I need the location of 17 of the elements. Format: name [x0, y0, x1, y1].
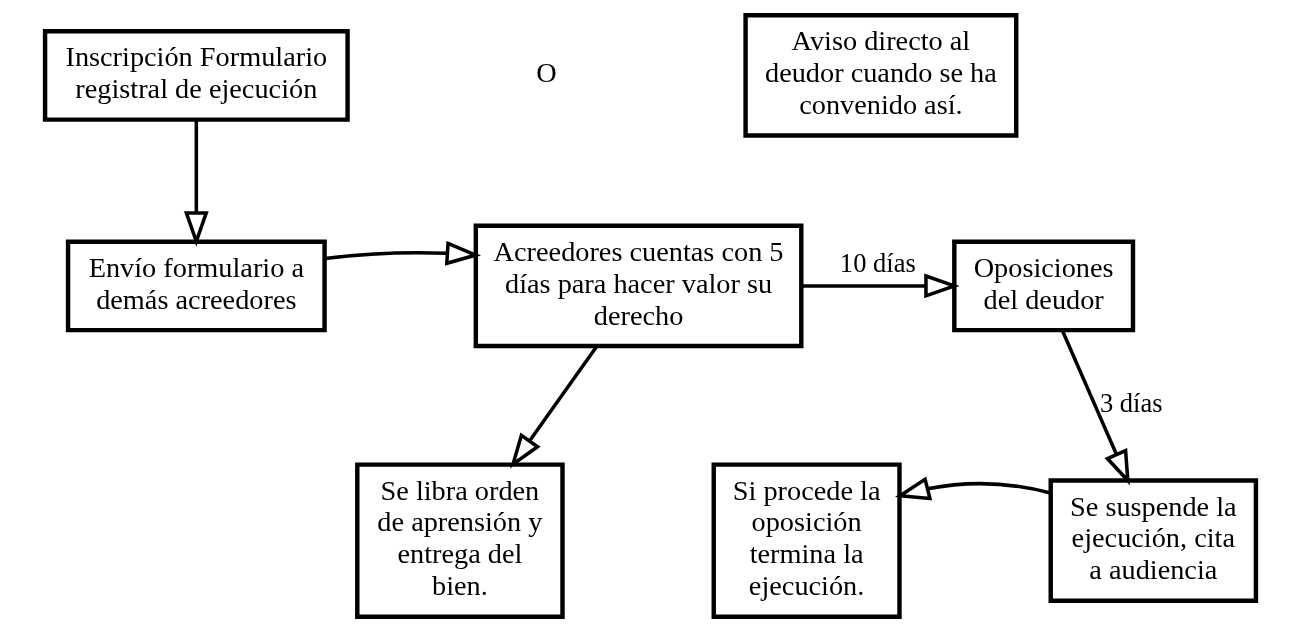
arrow [324, 240, 481, 266]
label: O [536, 57, 557, 89]
arrow [183, 120, 209, 247]
node-box: Se suspende la ejecución, cita a audiencia [1048, 478, 1259, 603]
node-box: Se libra orden de aprensión y entrega del bien. [355, 462, 565, 619]
node-box: Envío formulario a demás acreedores [65, 239, 327, 333]
arrow [894, 476, 1051, 501]
node-box: Si procede la oposición termina la ejecución. [711, 462, 902, 619]
node-box: Aviso directo al deudor cuando se ha convenido así. [743, 13, 1019, 138]
node-box: Oposiciones del deudor [952, 239, 1136, 333]
arrow [1060, 329, 1130, 486]
edge-label: 3 días [1099, 387, 1163, 418]
arrow [509, 345, 599, 469]
arrow [801, 273, 960, 299]
edge-label: 10 días [839, 247, 916, 278]
node-box: Acreedores cuentas con 5 días para hacer valor su derecho [473, 223, 804, 349]
node-box: Inscripción Formulario registral de ejecución [42, 29, 350, 122]
